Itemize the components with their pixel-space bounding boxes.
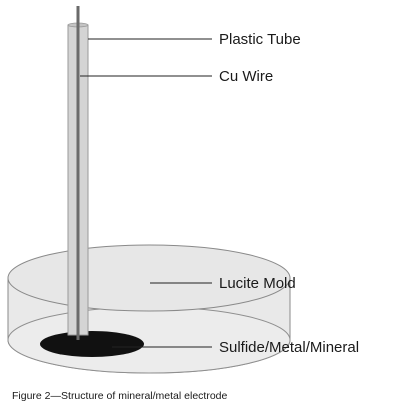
- label-sample: Sulfide/Metal/Mineral: [219, 339, 359, 356]
- figure-caption: Figure 2—Structure of mineral/metal elec…: [12, 390, 228, 402]
- label-lucite-mold: Lucite Mold: [219, 275, 296, 292]
- label-cu-wire: Cu Wire: [219, 68, 273, 85]
- label-plastic-tube: Plastic Tube: [219, 31, 301, 48]
- electrode-diagram: Plastic Tube Cu Wire Lucite Mold Sulfide…: [7, 6, 359, 374]
- sample-disc: [40, 331, 144, 357]
